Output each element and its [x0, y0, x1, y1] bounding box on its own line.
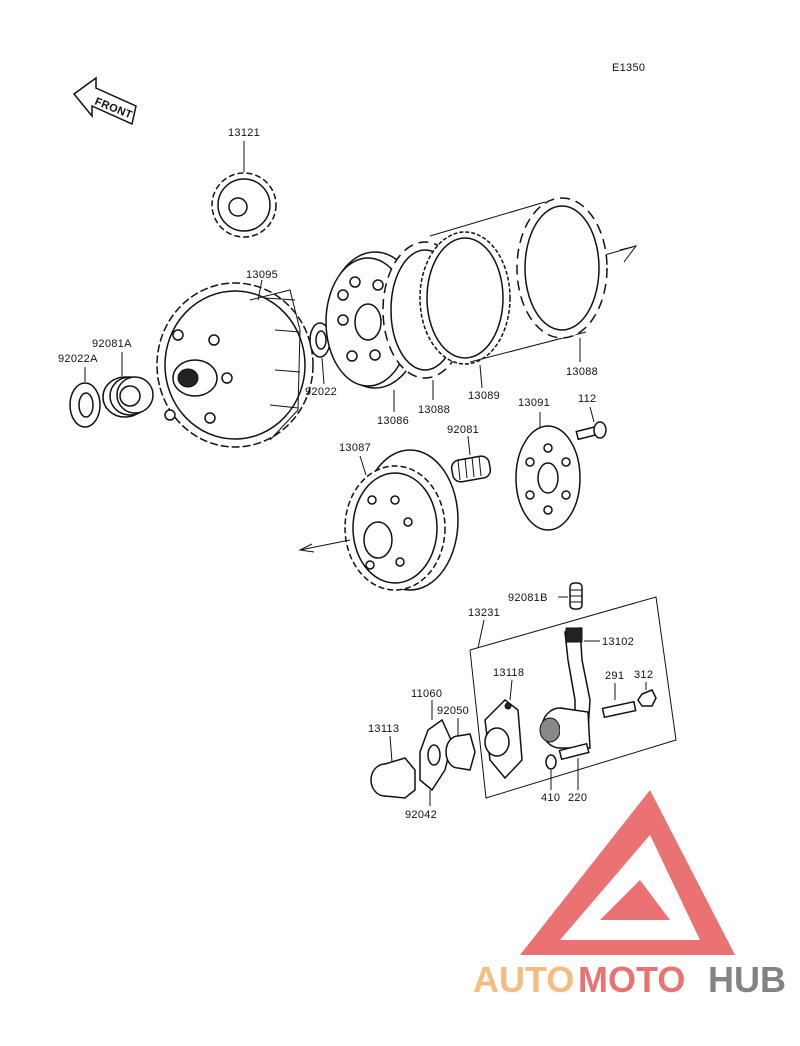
label-13089: 13089 — [468, 390, 500, 402]
diagram-code: E1350 — [612, 62, 645, 74]
watermark-part3: HUB — [708, 959, 786, 1000]
screw-220 — [558, 742, 590, 790]
nut-312 — [637, 682, 657, 707]
release-cam — [539, 707, 591, 749]
label-312: 312 — [634, 669, 653, 681]
front-arrow-icon: FRONT — [72, 76, 137, 126]
clutch-hub-13087 — [298, 449, 459, 591]
label-92022: 92022 — [305, 386, 337, 398]
label-13095: 13095 — [246, 269, 278, 281]
spring-92081 — [450, 435, 492, 483]
label-13091: 13091 — [518, 397, 550, 409]
label-112: 112 — [578, 393, 596, 405]
washer-92022 — [309, 322, 331, 385]
label-92081: 92081 — [447, 424, 479, 436]
label-13088-front: 13088 — [418, 404, 450, 416]
plate-13091 — [515, 412, 581, 531]
label-13088-rear: 13088 — [566, 366, 598, 378]
label-92022A: 92022A — [58, 353, 98, 365]
assembly-frame-13231 — [469, 596, 677, 799]
label-92042: 92042 — [405, 809, 437, 821]
seal-92050 — [445, 718, 476, 771]
gear-13121 — [211, 141, 277, 238]
automotohub-logo: AUTO MOTO HUB — [473, 790, 786, 1000]
label-92050: 92050 — [437, 705, 469, 717]
label-13102: 13102 — [602, 636, 634, 648]
label-13086: 13086 — [377, 415, 409, 427]
bracket-13118 — [484, 679, 523, 780]
label-13121: 13121 — [228, 127, 260, 139]
label-92081B: 92081B — [508, 592, 548, 604]
spring-291 — [601, 683, 637, 719]
label-13113: 13113 — [368, 723, 399, 735]
label-13231: 13231 — [468, 607, 500, 619]
cap-13113 — [370, 735, 416, 799]
bolt-112 — [575, 406, 607, 441]
clutch-housing-13095 — [156, 279, 314, 448]
washer-92022A — [69, 367, 101, 428]
label-220: 220 — [568, 792, 587, 804]
watermark-part1: AUTO — [473, 959, 574, 1000]
label-13118: 13118 — [493, 667, 524, 679]
label-410: 410 — [541, 792, 560, 804]
label-92081A: 92081A — [92, 338, 132, 350]
label-291: 291 — [605, 670, 624, 682]
watermark-part2: MOTO — [578, 959, 685, 1000]
label-11060: 11060 — [411, 688, 442, 700]
spring-92081A — [102, 352, 154, 418]
friction-plate-13088-rear — [516, 197, 608, 362]
spring-92081B — [558, 582, 583, 610]
label-13087: 13087 — [339, 442, 371, 454]
washer-410 — [545, 754, 557, 790]
steel-plate-13089 — [419, 231, 511, 389]
